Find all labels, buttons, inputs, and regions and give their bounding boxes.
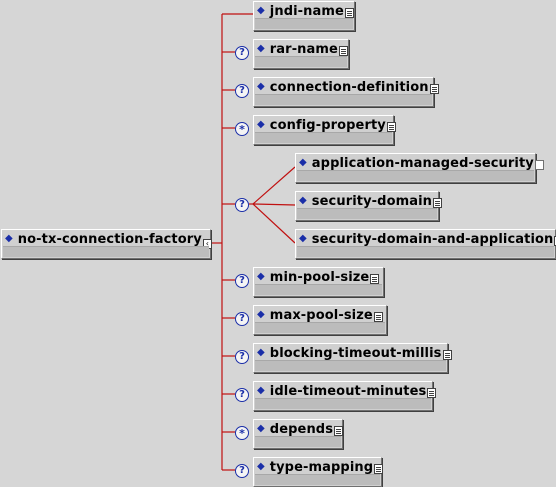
list-icon <box>370 274 380 284</box>
diamond-icon <box>257 3 265 19</box>
optional-badge-icon <box>235 198 249 212</box>
node-connection-definition[interactable]: connection-definition <box>253 77 439 107</box>
node-label: idle-timeout-minutes <box>269 384 427 399</box>
node-label: connection-definition <box>269 80 429 95</box>
optional-badge-icon <box>235 312 249 326</box>
optional-badge-icon <box>235 46 249 60</box>
node-depends[interactable]: depends <box>253 419 344 449</box>
list-icon <box>334 426 344 436</box>
diamond-icon <box>299 155 307 171</box>
node-label: jndi-name <box>269 4 344 19</box>
list-icon <box>338 46 348 56</box>
node-rar-name[interactable]: rar-name <box>253 39 349 69</box>
optional-badge-icon <box>235 274 249 288</box>
node-no-tx-connection-factory[interactable]: no-tx-connection-factory‹ <box>1 229 212 259</box>
node-config-property[interactable]: config-property <box>253 115 396 145</box>
node-security-domain[interactable]: security-domain <box>295 191 443 221</box>
diamond-icon <box>257 117 265 133</box>
node-label: rar-name <box>269 42 338 57</box>
list-icon <box>386 122 396 132</box>
node-label: depends <box>269 422 334 437</box>
diamond-icon <box>257 41 265 57</box>
diamond-icon <box>299 193 307 209</box>
node-label: application-managed-security <box>311 156 534 171</box>
diamond-icon <box>257 79 265 95</box>
node-max-pool-size[interactable]: max-pool-size <box>253 305 387 335</box>
node-idle-timeout-minutes[interactable]: idle-timeout-minutes <box>253 381 437 411</box>
node-type-mapping[interactable]: type-mapping <box>253 457 384 487</box>
list-icon <box>374 464 384 474</box>
optional-badge-icon <box>235 84 249 98</box>
node-label: no-tx-connection-factory <box>17 232 202 247</box>
node-application-managed-security[interactable]: application-managed-security <box>295 153 544 183</box>
node-min-pool-size[interactable]: min-pool-size <box>253 267 384 297</box>
connector-choice-branch <box>252 203 296 244</box>
node-label: security-domain-and-application <box>311 232 554 247</box>
list-icon <box>429 84 439 94</box>
diamond-icon <box>257 307 265 323</box>
empty-icon <box>534 160 544 170</box>
node-label: type-mapping <box>269 460 374 475</box>
list-icon <box>433 198 443 208</box>
optional-badge-icon <box>235 388 249 402</box>
node-blocking-timeout-millis[interactable]: blocking-timeout-millis <box>253 343 452 373</box>
node-label: blocking-timeout-millis <box>269 346 442 361</box>
diamond-icon <box>299 231 307 247</box>
node-label: security-domain <box>311 194 433 209</box>
diamond-icon <box>257 269 265 285</box>
optional-badge-icon <box>235 464 249 478</box>
node-security-domain-and-application[interactable]: security-domain-and-application <box>295 229 556 259</box>
list-icon <box>442 350 452 360</box>
connector-choice-branch <box>252 166 296 205</box>
diamond-icon <box>257 345 265 361</box>
node-label: max-pool-size <box>269 308 373 323</box>
node-jndi-name[interactable]: jndi-name <box>253 1 355 31</box>
node-label: min-pool-size <box>269 270 370 285</box>
optional-badge-icon <box>235 350 249 364</box>
list-icon <box>344 8 354 18</box>
list-icon <box>373 312 383 322</box>
connector-choice-branch <box>252 203 296 206</box>
diamond-icon <box>257 383 265 399</box>
diamond-icon <box>257 421 265 437</box>
list-icon <box>427 388 437 398</box>
repeat-badge-icon <box>235 122 249 136</box>
diamond-icon <box>5 231 13 247</box>
diamond-icon <box>257 459 265 475</box>
node-label: config-property <box>269 118 386 133</box>
repeat-badge-icon <box>235 426 249 440</box>
